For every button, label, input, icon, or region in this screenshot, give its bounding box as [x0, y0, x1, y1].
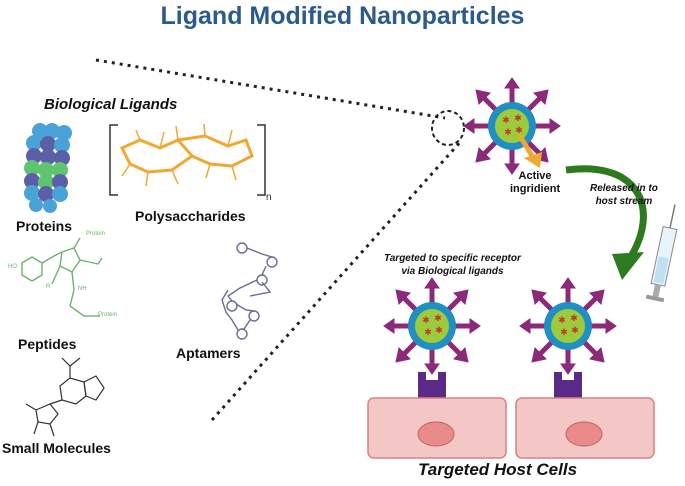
active-ingredient-label: Active ingridient: [510, 170, 561, 195]
peptide-protein-bottom-label: Protein: [98, 312, 118, 318]
peptide-nh-label: NH: [78, 286, 87, 292]
release-arrow: [565, 165, 647, 280]
host-cells-label: Targeted Host Cells: [418, 460, 578, 479]
aptamer-icon: [221, 242, 278, 340]
nanoparticle-top: [464, 78, 560, 174]
receptor-right: [554, 372, 582, 398]
ligands-heading: Biological Ligands: [44, 96, 178, 113]
polysaccharides-label: Polysaccharides: [135, 208, 246, 224]
host-cell-right: [515, 397, 655, 459]
polysaccharide-icon: [109, 123, 266, 196]
aptamers-label: Aptamers: [176, 345, 241, 361]
protein-icon: [24, 123, 72, 213]
peptide-ho-label: HO: [8, 264, 17, 270]
nanoparticle-left: [384, 278, 480, 374]
peptide-protein-top-label: Protein: [86, 231, 106, 237]
peptides-label: Peptides: [18, 336, 77, 352]
page-title: Ligand Modified Nanoparticles: [160, 2, 525, 30]
zoom-line-top: [95, 58, 446, 120]
proteins-label: Proteins: [16, 218, 73, 234]
small-molecule-icon: [25, 357, 105, 437]
host-cell-left: [367, 397, 507, 459]
targeted-receptor-label: Targeted to specific receptor via Biolog…: [384, 253, 521, 277]
small-molecules-label: Small Molecules: [2, 440, 111, 456]
released-label: Released in to host stream: [590, 183, 658, 207]
zoom-circle: [431, 110, 465, 146]
nanoparticle-right: [520, 278, 616, 374]
syringe-icon: [645, 204, 678, 303]
peptide-icon: [21, 237, 103, 317]
repeat-unit-label: n: [266, 192, 272, 203]
receptor-left: [418, 372, 446, 398]
peptide-r-label: R: [46, 284, 51, 290]
zoom-line-bottom: [210, 139, 464, 421]
active-ingredient-arrow: [517, 134, 542, 168]
